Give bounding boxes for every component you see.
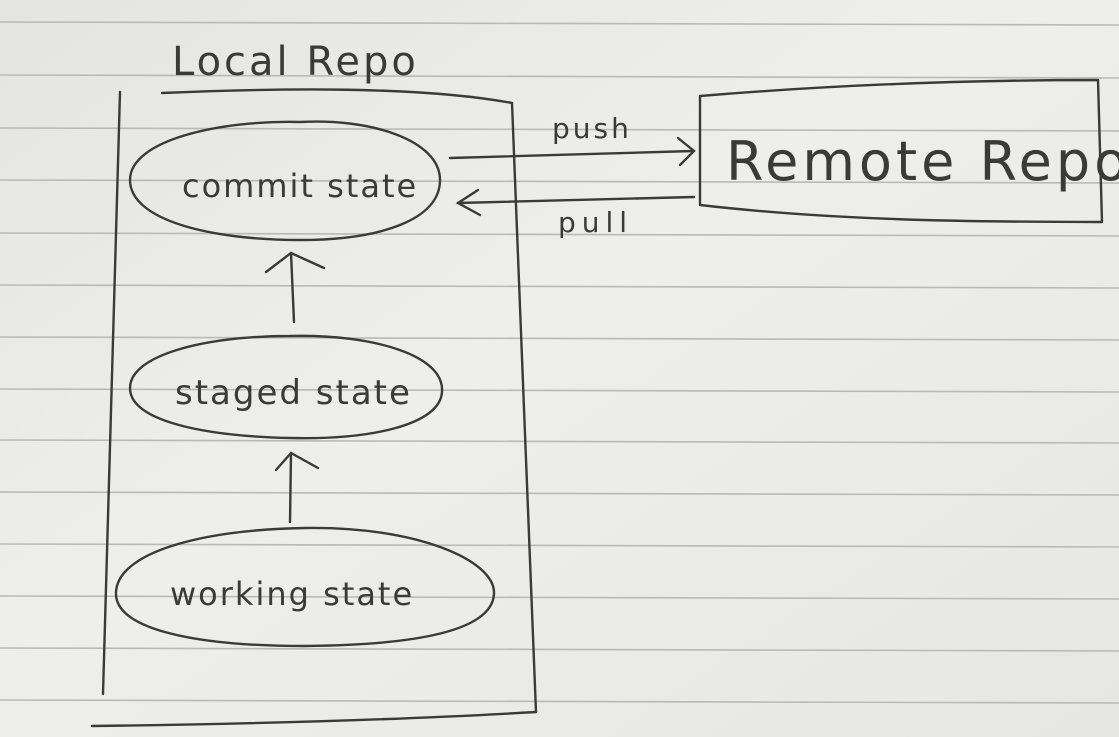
ruled-lines (0, 21, 1119, 704)
staged-state-node (128, 334, 444, 440)
working-to-staged-arrow (274, 451, 320, 524)
commit-state-node (128, 120, 442, 242)
working-state-node (114, 526, 496, 648)
commit-state-label: commit state (182, 167, 418, 205)
staged-to-commit-arrow (264, 251, 326, 324)
push-arrow (448, 136, 696, 167)
pull-label: pull (558, 206, 633, 239)
remote-repo-box (698, 78, 1104, 224)
remote-repo-label: Remote Repo (726, 130, 1119, 193)
staged-state-label: staged state (175, 373, 412, 413)
pull-arrow (455, 188, 696, 217)
local-repo-box (90, 88, 538, 728)
local-repo-label: Local Repo (172, 39, 419, 85)
push-label: push (552, 112, 632, 145)
working-state-label: working state (170, 575, 414, 613)
